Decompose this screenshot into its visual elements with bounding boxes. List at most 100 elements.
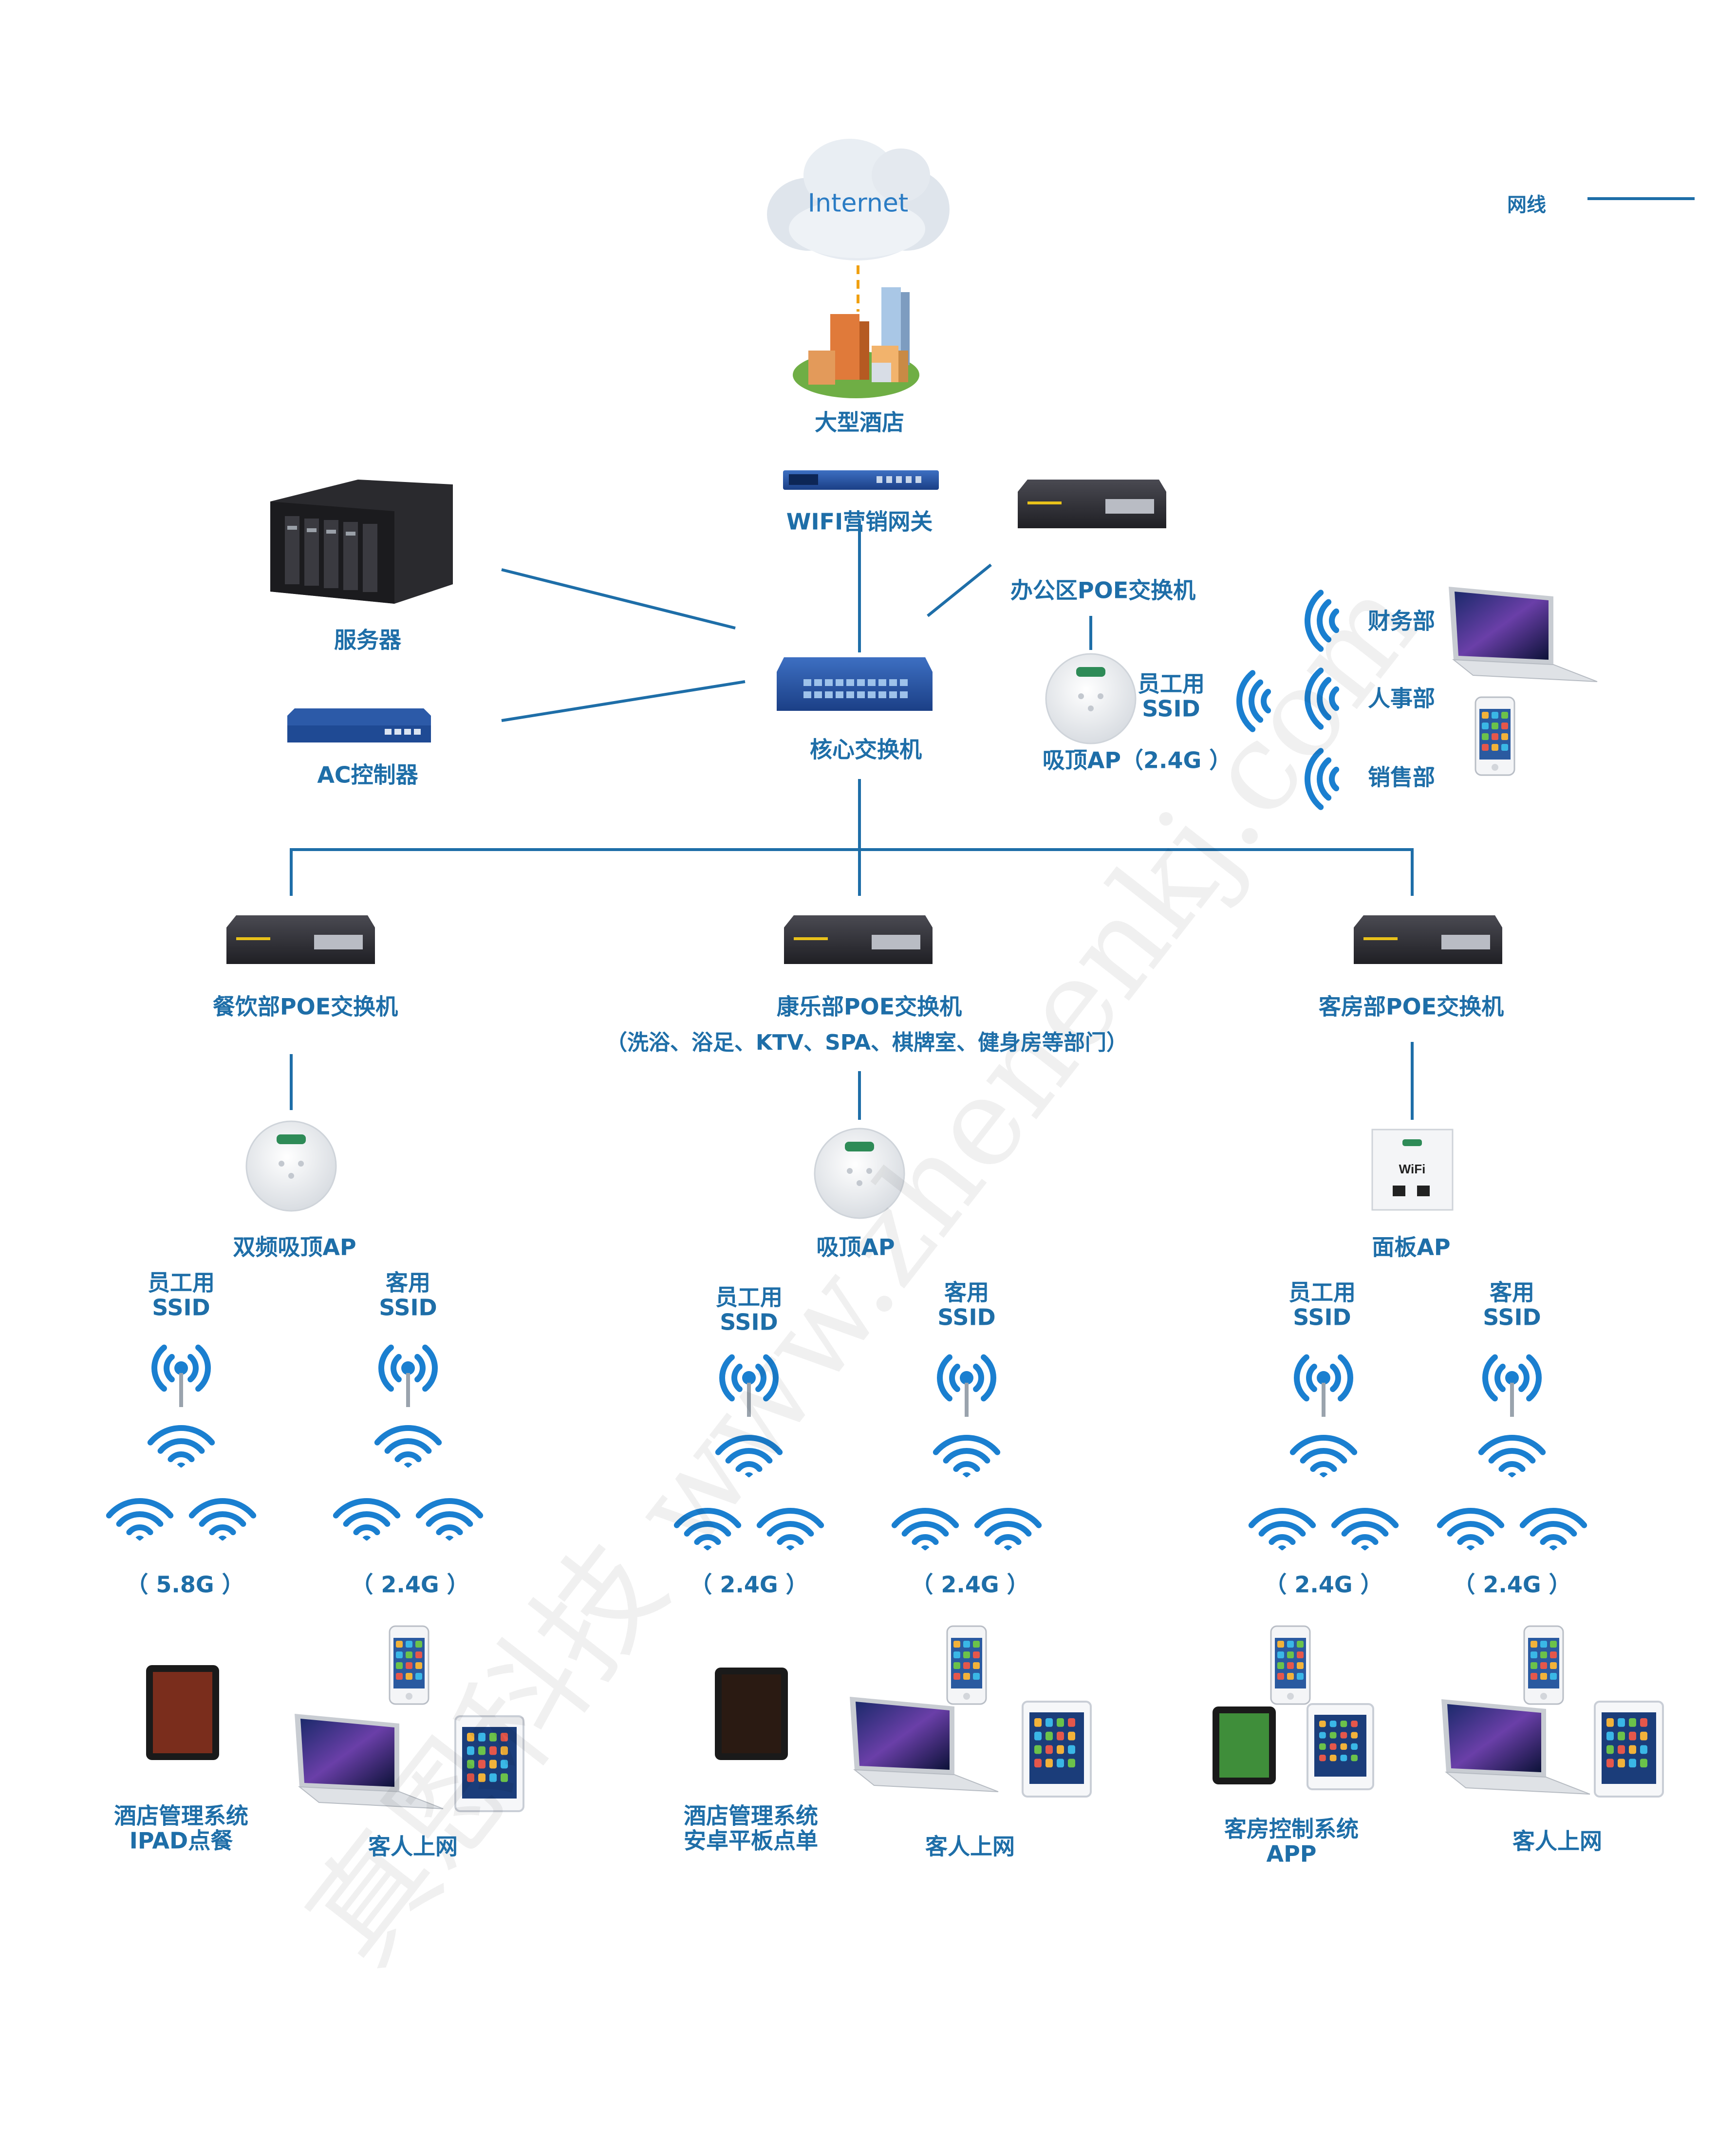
b2-guest-signal-left-icon <box>891 1508 959 1551</box>
b1-guest-signal-top-icon <box>374 1425 442 1468</box>
ceiling-ap-entertainment <box>814 1128 905 1219</box>
line-ac-core <box>501 680 746 722</box>
tablet-b3b-icon <box>1594 1701 1664 1798</box>
b2-band-guest: （ 2.4G ） <box>911 1571 1029 1598</box>
cloud-icon <box>767 139 950 260</box>
laptop-b3-icon <box>1441 1699 1590 1795</box>
b1-ssid-staff: 员工用 SSID <box>148 1269 215 1320</box>
server-rack-icon <box>270 480 453 604</box>
b2-staff-signal-top-icon <box>715 1435 783 1478</box>
laptop-b2-icon <box>850 1697 999 1792</box>
core-switch-label: 核心交换机 <box>810 736 922 763</box>
b1-staff-signal-left-icon <box>106 1498 174 1541</box>
office-ssid-label: 员工用 SSID <box>1138 670 1205 722</box>
b2-band-staff: （ 2.4G ） <box>690 1571 808 1598</box>
b2-device-label-b: 客人上网 <box>925 1833 1015 1860</box>
b1-ssid-guest: 客用 SSID <box>379 1269 437 1320</box>
b2-guest-signal-right-icon <box>974 1508 1042 1551</box>
server-label: 服务器 <box>334 627 401 653</box>
ac-label: AC控制器 <box>317 761 418 788</box>
ceiling-ap-office <box>1045 653 1137 744</box>
phone-b1-icon <box>389 1625 429 1705</box>
signal-hr-icon <box>1305 668 1340 730</box>
signal-ap-icon <box>1236 670 1271 732</box>
legend-label: 网线 <box>1507 194 1546 216</box>
b1-guest-signal-right-icon <box>415 1498 484 1541</box>
b1-band-staff: （ 5.8G ） <box>126 1571 244 1598</box>
b2-guest-antenna-icon <box>937 1354 996 1417</box>
office-wifi-signals <box>1236 590 1340 810</box>
phone-office-icon <box>1475 696 1515 776</box>
hotel-building-icon <box>793 287 919 398</box>
b3-device-label-b: 客人上网 <box>1512 1828 1602 1855</box>
dining-ap-label: 双频吸顶AP <box>233 1234 356 1261</box>
b3-staff-antenna-icon <box>1294 1354 1353 1417</box>
tablet-b3a-icon <box>1307 1703 1374 1790</box>
b3-device-label-a: 客房控制系统 APP <box>1224 1816 1359 1867</box>
line-core-office <box>927 563 992 617</box>
poe-switch-room <box>1354 915 1502 964</box>
tablet-b1-icon <box>454 1715 524 1812</box>
phone-b2-icon <box>946 1625 987 1705</box>
internet-label: Internet <box>807 188 909 218</box>
tablet-room-control-icon <box>1213 1706 1276 1784</box>
dining-switch-label: 餐饮部POE交换机 <box>212 993 398 1020</box>
hotel-label: 大型酒店 <box>815 409 904 436</box>
svg-text:WiFi: WiFi <box>1399 1162 1426 1176</box>
wifi-gateway-device <box>783 470 939 490</box>
b3-guest-signal-top-icon <box>1478 1435 1546 1478</box>
ent-switch-label: 康乐部POE交换机 <box>776 993 962 1020</box>
b1-guest-antenna-icon <box>378 1344 438 1407</box>
room-switch-label: 客房部POE交换机 <box>1318 993 1504 1020</box>
signal-finance-icon <box>1305 590 1340 652</box>
laptop-b1-icon <box>295 1714 444 1809</box>
gateway-label: WIFI营销网关 <box>786 508 933 535</box>
b1-guest-signal-left-icon <box>333 1498 401 1541</box>
b2-staff-signal-right-icon <box>756 1508 824 1551</box>
laptop-office-icon <box>1449 587 1598 682</box>
b3-staff-signal-top-icon <box>1289 1435 1358 1478</box>
client-devices <box>146 587 1664 1812</box>
b3-guest-signal-left-icon <box>1437 1508 1505 1551</box>
office-ap-label: 吸顶AP（2.4G ） <box>1042 747 1232 774</box>
b1-band-guest: （ 2.4G ） <box>351 1571 469 1598</box>
ipad-dining-icon <box>146 1665 219 1760</box>
ceiling-ap-dining <box>245 1120 337 1212</box>
b3-band-staff: （ 2.4G ） <box>1264 1571 1383 1598</box>
tablet-b2-icon <box>1022 1701 1092 1798</box>
b1-staff-signal-top-icon <box>147 1425 215 1468</box>
poe-switch-office <box>1018 480 1166 528</box>
b1-staff-signal-right-icon <box>188 1498 257 1541</box>
ac-controller-device <box>287 708 431 742</box>
core-switch-device <box>777 657 933 711</box>
ent-ap-label: 吸顶AP <box>816 1234 895 1261</box>
b2-device-label-a: 酒店管理系统 安卓平板点单 <box>684 1802 818 1854</box>
dept-finance-label: 财务部 <box>1368 608 1435 634</box>
b1-device-label-b: 客人上网 <box>368 1833 458 1860</box>
b3-staff-signal-right-icon <box>1331 1508 1399 1551</box>
b1-device-label-a: 酒店管理系统 IPAD点餐 <box>114 1802 248 1854</box>
poe-switch-dining <box>226 915 375 964</box>
b2-staff-signal-left-icon <box>673 1508 742 1551</box>
b3-ssid-staff: 员工用 SSID <box>1288 1279 1356 1330</box>
b3-guest-signal-right-icon <box>1519 1508 1587 1551</box>
poe-switch-entertainment <box>784 915 933 964</box>
phone-b3b-icon <box>1523 1625 1564 1705</box>
ent-switch-note: （洗浴、浴足、KTV、SPA、棋牌室、健身房等部门） <box>605 1030 1128 1055</box>
b2-staff-antenna-icon <box>719 1354 779 1417</box>
office-switch-label: 办公区POE交换机 <box>1010 577 1196 604</box>
b2-guest-signal-top-icon <box>933 1435 1001 1478</box>
android-tablet-icon <box>715 1668 788 1760</box>
signal-sales-icon <box>1305 748 1340 810</box>
b3-ssid-guest: 客用 SSID <box>1483 1279 1541 1330</box>
b3-guest-antenna-icon <box>1482 1354 1542 1417</box>
b2-ssid-staff: 员工用 SSID <box>715 1284 783 1335</box>
b3-staff-signal-left-icon <box>1248 1508 1316 1551</box>
branch-wifi-icons <box>106 1344 1587 1551</box>
cable-lines <box>290 521 1414 1120</box>
dept-sales-label: 销售部 <box>1368 764 1435 791</box>
panel-ap-room: WiFi <box>1371 1129 1454 1211</box>
b3-band-guest: （ 2.4G ） <box>1453 1571 1571 1598</box>
dept-hr-label: 人事部 <box>1368 685 1435 712</box>
